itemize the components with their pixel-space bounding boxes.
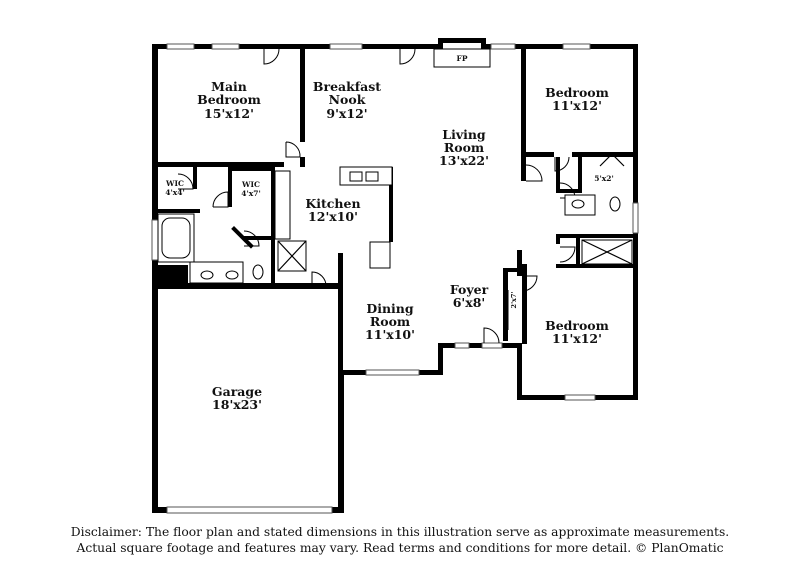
room-name-main-bedroom-line2: Bedroom — [197, 92, 261, 107]
windows — [151, 43, 639, 514]
room-name-foyer: Foyer — [450, 282, 489, 297]
room-name-living-room-line1: Living — [442, 127, 486, 142]
room-breakfast-nook: Breakfast Nook 9'x12' — [313, 79, 381, 121]
room-name-breakfast-nook-line1: Breakfast — [313, 79, 381, 94]
room-kitchen: Kitchen 12'x10' — [305, 196, 360, 224]
room-name-main-bedroom-line1: Main — [211, 79, 247, 94]
room-name-bedroom-se: Bedroom — [545, 318, 609, 333]
disclaimer-line-2: Actual square footage and features may v… — [76, 541, 724, 555]
room-name-breakfast-nook-line2: Nook — [329, 92, 366, 107]
fireplace-label: FP — [457, 54, 468, 63]
closet-5x2-label: 5'x2' — [594, 174, 614, 183]
room-dims-bedroom-ne: 11'x12' — [552, 98, 602, 113]
doors — [177, 48, 576, 344]
room-dims-breakfast-nook: 9'x12' — [326, 106, 367, 121]
room-name-dining-room-line1: Dining — [366, 301, 414, 316]
room-bedroom-ne: Bedroom 11'x12' — [545, 85, 609, 113]
room-dims-main-bedroom: 15'x12' — [204, 106, 254, 121]
disclaimer: Disclaimer: The floor plan and stated di… — [0, 524, 800, 556]
room-foyer: Foyer 6'x8' — [450, 282, 489, 310]
room-dims-foyer: 6'x8' — [453, 295, 486, 310]
disclaimer-line-1: Disclaimer: The floor plan and stated di… — [70, 525, 730, 539]
room-dims-dining-room: 11'x10' — [365, 327, 415, 342]
room-dims-living-room: 13'x22' — [439, 153, 489, 168]
room-name-bedroom-ne: Bedroom — [545, 85, 609, 100]
room-name-wic-large: WIC — [241, 180, 260, 189]
fixtures — [157, 48, 633, 284]
room-name-garage: Garage — [212, 384, 262, 399]
room-main-bedroom: Main Bedroom 15'x12' — [197, 79, 261, 121]
room-dining-room: Dining Room 11'x10' — [365, 301, 415, 342]
room-living-room: Living Room 13'x22' — [439, 127, 489, 168]
room-name-wic-small: WIC — [165, 179, 184, 188]
room-dims-wic-large: 4'x7' — [241, 189, 261, 198]
room-dims-kitchen: 12'x10' — [308, 209, 358, 224]
room-name-kitchen: Kitchen — [305, 196, 360, 211]
room-bedroom-se: Bedroom 11'x12' — [545, 318, 609, 346]
room-wic-small: WIC 4'x4' — [165, 179, 185, 197]
room-garage: Garage 18'x23' — [212, 384, 262, 412]
room-wic-large: WIC 4'x7' — [241, 180, 261, 198]
interior-walls — [152, 44, 638, 373]
closet-2x7-label: 2'x7' — [510, 292, 518, 309]
room-dims-wic-small: 4'x4' — [165, 188, 185, 197]
room-dims-garage: 18'x23' — [212, 397, 262, 412]
room-name-living-room-line2: Room — [444, 140, 484, 155]
room-name-dining-room-line2: Room — [370, 314, 410, 329]
room-dims-bedroom-se: 11'x12' — [552, 331, 602, 346]
